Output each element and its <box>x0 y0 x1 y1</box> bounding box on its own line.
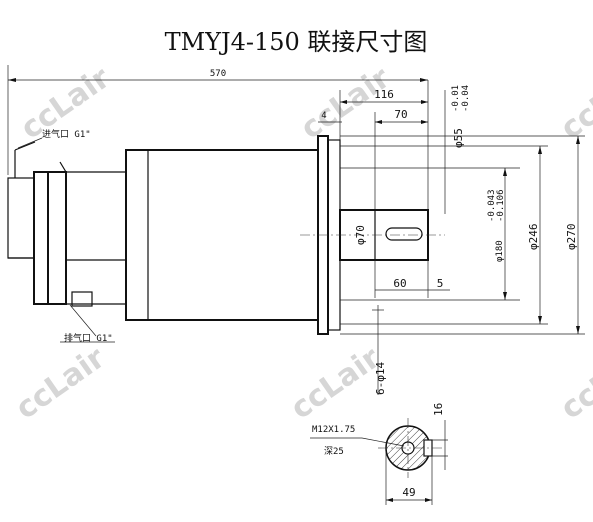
dim-phi180-tol-lower: -0.106 <box>496 189 506 222</box>
dim-5: 5 <box>437 277 444 290</box>
dim-570: 570 <box>210 69 226 79</box>
watermark-5: ccLair <box>555 60 593 146</box>
dim-phi55: φ55 <box>452 128 465 148</box>
dim-end-49: 49 <box>385 452 433 505</box>
dim-4: 4 <box>321 111 326 121</box>
watermark-4: ccLair <box>285 340 387 426</box>
watermark-6: ccLair <box>555 340 593 426</box>
dim-key: 60 5 <box>374 260 450 298</box>
dim-phi246: φ246 <box>527 224 540 251</box>
dim-16: 16 <box>432 403 445 416</box>
dim-6-phi14: 6-φ14 <box>374 362 387 395</box>
dim-60: 60 <box>393 277 406 290</box>
outlet-port-label: 排气口 G1" <box>64 332 113 344</box>
inlet-port-label: 进气口 G1" <box>42 128 91 140</box>
dim-phi55-tol-lower: -0.04 <box>461 85 471 112</box>
dim-116: 116 <box>374 88 394 101</box>
dim-bore-55: φ55 -0.01 -0.04 <box>427 80 471 214</box>
dim-49: 49 <box>402 486 415 499</box>
dim-phi55-tol-upper: -0.01 <box>451 85 461 112</box>
dim-phi270: φ270 <box>565 224 578 251</box>
dim-70: 70 <box>394 108 407 121</box>
motor-back-plate <box>7 141 126 307</box>
dim-overall-length: 570 <box>7 65 428 175</box>
dim-phi180: φ180 <box>495 240 505 262</box>
dim-holes: 6-φ14 <box>372 305 387 395</box>
shaft-end-view <box>378 418 445 478</box>
thread-callout: M12X1.75 深25 <box>310 425 405 457</box>
thread-label: M12X1.75 <box>312 425 355 435</box>
drawing-title: TMYJ4-150 联接尺寸图 <box>165 28 428 56</box>
dim-phi70: φ70 <box>354 225 367 245</box>
dim-diameters: φ180 -0.043 -0.106 φ246 φ270 <box>340 135 585 335</box>
dim-phi180-tol-upper: -0.043 <box>487 189 497 222</box>
dim-keyway: 16 <box>424 403 448 470</box>
depth-label: 深25 <box>324 446 344 457</box>
watermarks: ccLair ccLair ccLair ccLair ccLair ccLai… <box>10 60 593 426</box>
output-shaft: φ70 <box>300 209 445 261</box>
watermark-3: ccLair <box>10 340 112 426</box>
